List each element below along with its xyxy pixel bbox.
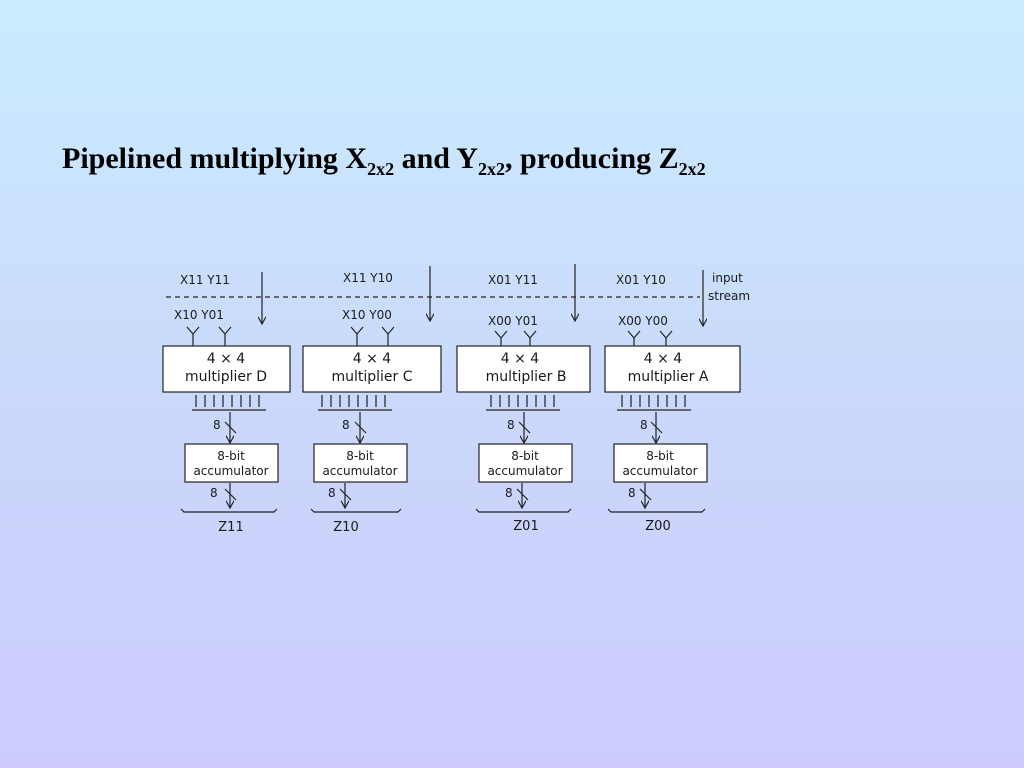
title-x-subscript: 2x2 (367, 159, 395, 179)
column-d-out-width: 8 (210, 486, 218, 500)
column-b: X01 Y11 X00 Y01 4 × 4 multiplier B 8 8-b… (456, 264, 591, 534)
output-z01: Z01 (513, 519, 538, 534)
column-d-input-fork-y (218, 326, 232, 346)
column-d-output-brace (180, 508, 278, 513)
multiplier-b-box (456, 345, 591, 393)
accumulator-d-box (184, 443, 279, 483)
column-b-input-fork-x (494, 330, 508, 346)
column-c-input-fork-y (381, 326, 395, 346)
accumulator-b-line2: accumulator (487, 464, 562, 478)
column-b-out-width: 8 (505, 486, 513, 500)
column-b-output-brace (475, 508, 572, 513)
column-c-next-inputs: X10 Y00 (342, 308, 392, 322)
title-mid2: , producing Z (504, 142, 679, 175)
column-a: X01 Y10 X00 Y00 4 × 4 multiplier A 8 8-b… (604, 270, 741, 534)
output-z10: Z10 (333, 520, 358, 535)
accumulator-a-line2: accumulator (622, 464, 697, 478)
column-b-next-inputs: X00 Y01 (488, 314, 538, 328)
multiplier-a-line1: 4 × 4 (644, 351, 683, 367)
slide-title: Pipelined multiplying X2x2 and Y2x2, pro… (62, 142, 706, 179)
column-a-next-inputs: X00 Y00 (618, 314, 668, 328)
accumulator-c-box (313, 443, 408, 483)
column-a-out-slash (639, 488, 652, 501)
column-d-bit-lines (192, 395, 266, 411)
accumulator-a-box (613, 443, 708, 483)
column-c: X11 Y10 X10 Y00 4 × 4 multiplier C 8 8-b… (302, 266, 442, 535)
column-d-out-slash (224, 488, 237, 501)
multiplier-d-box (162, 345, 291, 393)
multiplier-c-line1: 4 × 4 (353, 351, 392, 367)
multiplier-d-line2: multiplier D (185, 369, 267, 385)
column-d: X11 Y11 X10 Y01 4 × 4 multiplier D 8 8-b… (162, 272, 291, 535)
column-b-out-slash (516, 488, 529, 501)
column-a-input-fork-x (627, 330, 641, 346)
output-z11: Z11 (218, 520, 243, 535)
column-a-bus-slash (650, 421, 663, 434)
accumulator-a-line1: 8-bit (646, 449, 674, 463)
title-z-subscript: 2x2 (678, 159, 706, 179)
multiplier-b-line2: multiplier B (486, 369, 567, 385)
multiplier-a-box (604, 345, 741, 393)
accumulator-c-line2: accumulator (322, 464, 397, 478)
column-b-bus-slash (518, 421, 531, 434)
column-b-top-inputs: X01 Y11 (488, 273, 538, 287)
column-c-bit-lines (318, 395, 392, 411)
column-c-out-width: 8 (328, 486, 336, 500)
column-c-output-brace (310, 508, 402, 513)
column-d-next-inputs: X10 Y01 (174, 308, 224, 322)
accumulator-b-box (478, 443, 573, 483)
column-d-input-fork-x (186, 326, 200, 346)
column-c-input-fork-x (350, 326, 364, 346)
multiplier-d-line1: 4 × 4 (207, 351, 246, 367)
column-d-bus-slash (224, 421, 237, 434)
multiplier-b-line1: 4 × 4 (501, 351, 540, 367)
column-d-bus-width: 8 (213, 418, 221, 432)
column-b-bit-lines (486, 395, 560, 411)
column-d-top-inputs: X11 Y11 (180, 273, 230, 287)
output-z00: Z00 (645, 519, 670, 534)
input-stream-label-1: input (712, 271, 743, 285)
column-c-top-inputs: X11 Y10 (343, 271, 393, 285)
column-c-bus-width: 8 (342, 418, 350, 432)
multiplier-a-line2: multiplier A (628, 369, 709, 385)
multiplier-c-line2: multiplier C (331, 369, 412, 385)
accumulator-b-line1: 8-bit (511, 449, 539, 463)
title-y-subscript: 2x2 (477, 159, 505, 179)
column-b-input-fork-y (523, 330, 537, 346)
input-stream-label-2: stream (708, 289, 750, 303)
column-a-bit-lines (617, 395, 691, 411)
title-mid: and Y (394, 142, 478, 175)
column-a-input-fork-y (659, 330, 673, 346)
accumulator-d-line1: 8-bit (217, 449, 245, 463)
title-prefix: Pipelined multiplying X (62, 142, 368, 175)
column-c-bus-slash (354, 421, 367, 434)
accumulator-c-line1: 8-bit (346, 449, 374, 463)
multiplier-c-box (302, 345, 442, 393)
column-a-output-brace (607, 508, 706, 513)
column-a-top-inputs: X01 Y10 (616, 273, 666, 287)
column-c-out-slash (339, 488, 352, 501)
column-a-bus-width: 8 (640, 418, 648, 432)
column-b-bus-width: 8 (507, 418, 515, 432)
column-a-out-width: 8 (628, 486, 636, 500)
accumulator-d-line2: accumulator (193, 464, 268, 478)
